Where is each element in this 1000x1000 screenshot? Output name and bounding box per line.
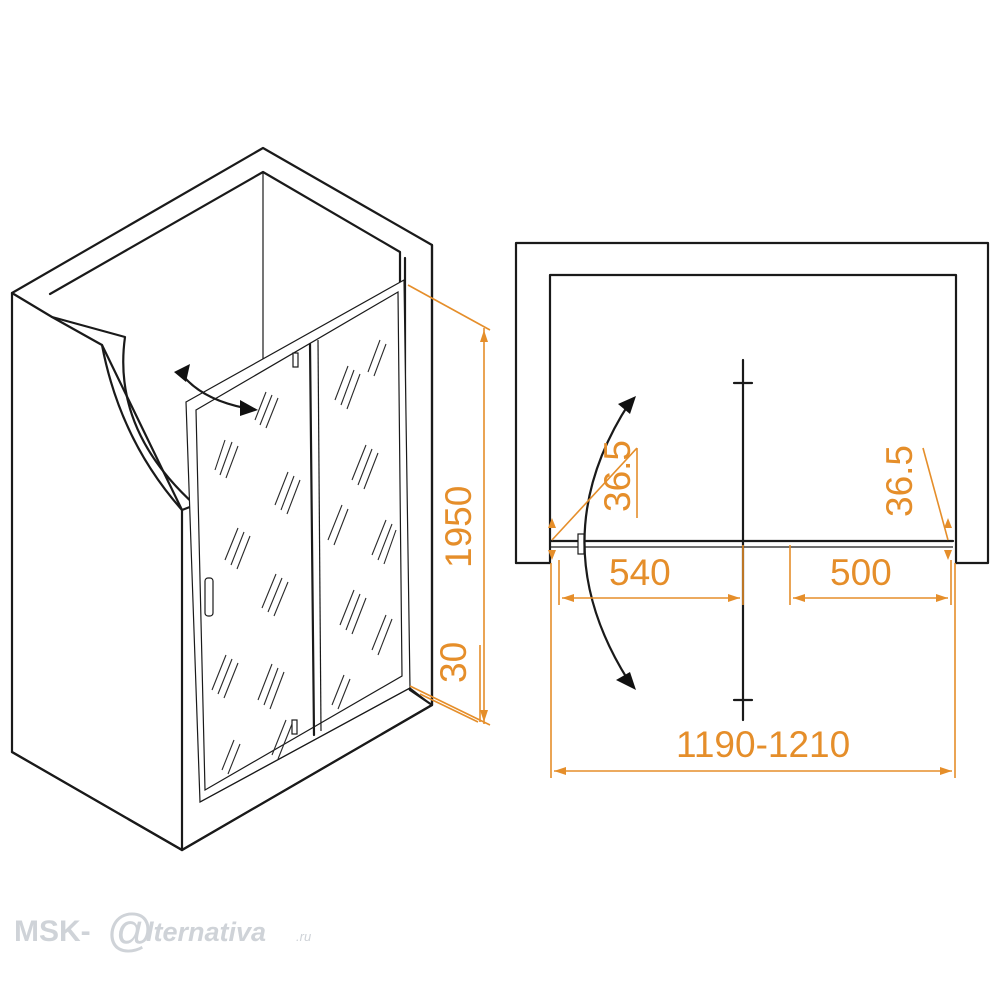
watermark-logo: MSK- @ lternativa .ru bbox=[14, 904, 311, 956]
dim-height-label: 1950 bbox=[438, 486, 479, 568]
dim-fixed-width-label: 540 bbox=[609, 552, 671, 593]
watermark-brand: MSK- bbox=[14, 915, 91, 948]
panel-divider bbox=[308, 342, 316, 737]
dim-base-label: 30 bbox=[433, 642, 474, 683]
dim-door-width-label: 500 bbox=[830, 552, 892, 593]
plan-dimensions bbox=[548, 447, 956, 778]
bottom-pivot bbox=[291, 719, 298, 735]
watermark-tail: lternativa bbox=[146, 917, 266, 947]
floor-edge-left bbox=[10, 750, 184, 852]
dim-offset-left-label: 36.5 bbox=[597, 440, 638, 512]
glass-texture bbox=[211, 339, 397, 775]
door-handle bbox=[204, 577, 214, 617]
plan-swing-arc bbox=[583, 400, 632, 682]
plan-hinge bbox=[577, 533, 585, 555]
plan-wall-inner bbox=[548, 273, 958, 565]
wall-top-rim bbox=[48, 170, 402, 296]
swing-arrow-icon bbox=[174, 364, 258, 416]
plan-wall-outer bbox=[514, 241, 990, 565]
isometric-view: 1950 30 bbox=[10, 146, 491, 852]
curved-wall-inner bbox=[100, 343, 184, 512]
swing-arrow-icon bbox=[616, 396, 636, 690]
panel-divider-2 bbox=[317, 339, 322, 732]
plan-view: 36.5 36.5 540 500 1190-1210 bbox=[514, 241, 990, 778]
dim-offset-right-label: 36.5 bbox=[879, 445, 920, 517]
top-pivot bbox=[292, 352, 299, 368]
threshold bbox=[199, 687, 433, 803]
watermark-at-sign: @ bbox=[106, 904, 153, 956]
curved-wall-edge bbox=[50, 315, 197, 512]
dim-total-width-label: 1190-1210 bbox=[676, 724, 850, 765]
iso-dimensions bbox=[407, 284, 491, 726]
door-frame-inner bbox=[195, 290, 403, 792]
watermark-domain: .ru bbox=[296, 929, 311, 944]
